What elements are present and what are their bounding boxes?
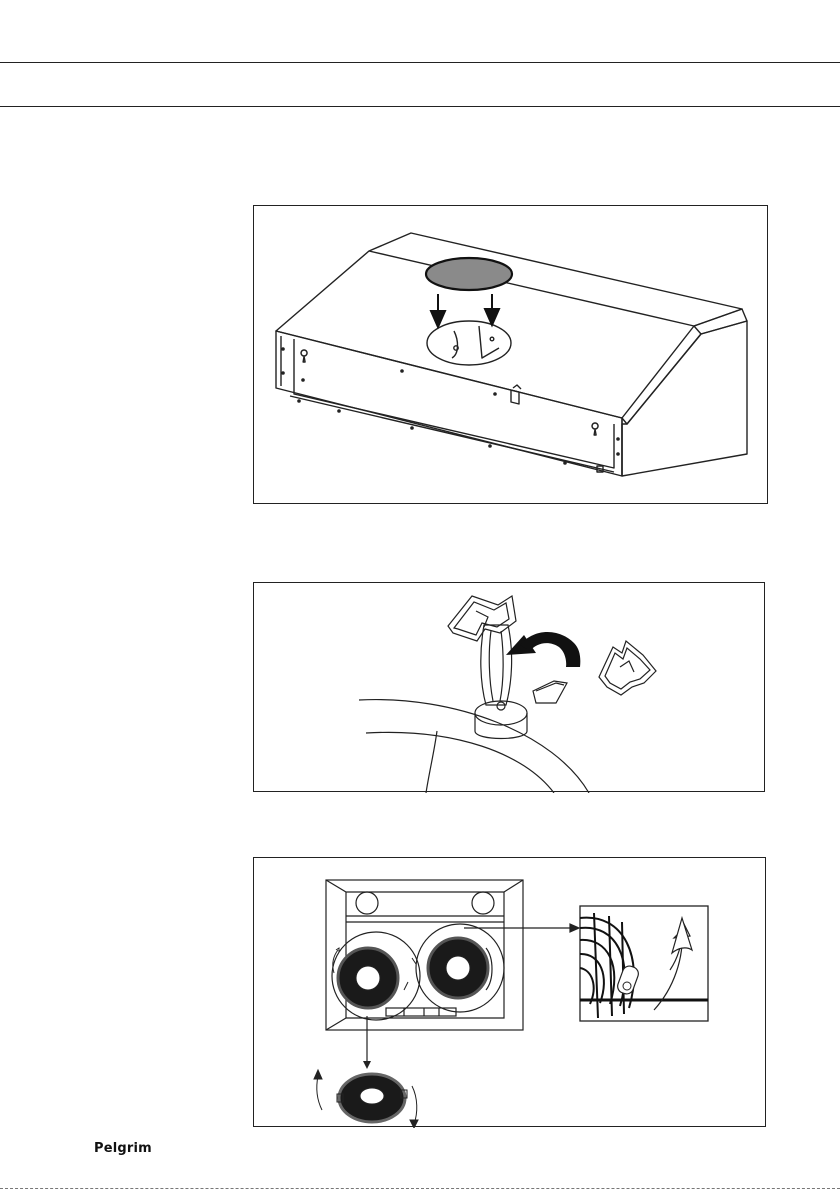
- brand-logo: Pelgrim: [94, 1141, 152, 1156]
- curved-arrow-icon: [506, 632, 580, 667]
- hood-front-face: [276, 331, 622, 476]
- figure-carbon-filters: [253, 857, 766, 1127]
- clip-lever: [481, 625, 512, 705]
- filters-illustration: [254, 858, 767, 1128]
- hood-front-panel: [694, 309, 747, 334]
- hood-illustration: [254, 206, 769, 505]
- clip-part-right: [599, 641, 656, 695]
- page-bottom-edge: [0, 1188, 840, 1189]
- clip-part-left: [448, 596, 516, 641]
- down-arrow-icon: [485, 294, 499, 325]
- figure-hood-cover: [253, 205, 768, 504]
- hood-top-panel: [369, 233, 742, 326]
- figure-filter-clip: [253, 582, 765, 792]
- header-rule-bottom: [0, 106, 840, 107]
- round-cover-plate: [426, 258, 512, 290]
- down-arrow-icon: [431, 294, 445, 327]
- hood-opening: [427, 321, 511, 365]
- header-rule-top: [0, 62, 840, 63]
- hood-right-side: [622, 321, 747, 476]
- clip-illustration: [254, 583, 766, 793]
- pointer-arrow-icon: [464, 924, 579, 932]
